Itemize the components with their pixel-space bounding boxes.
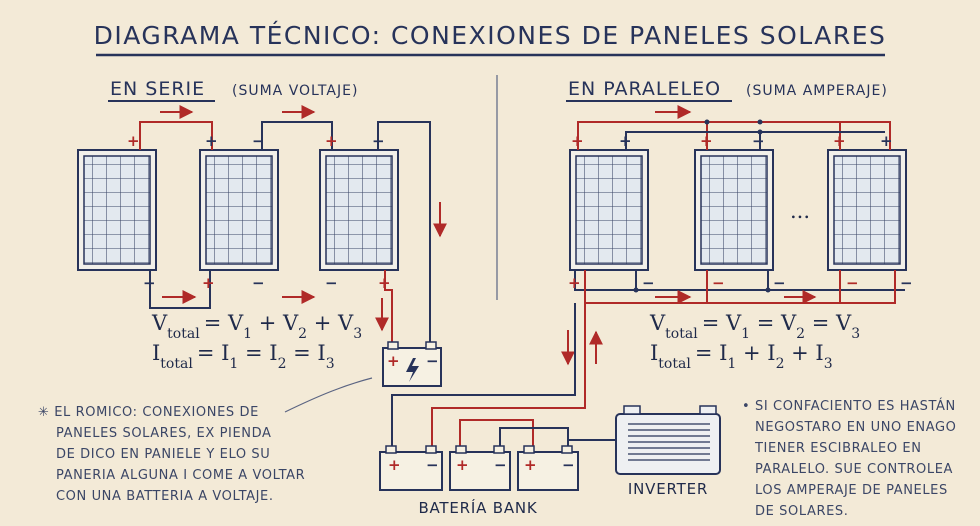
note-left-line: ✳ EL ROMICO: CONEXIONES DE bbox=[38, 405, 259, 420]
note-right-line: DE SOLARES. bbox=[755, 504, 849, 519]
serie-wire-negative bbox=[377, 121, 431, 355]
note-left-line: PANELES SOLARES, EX PIENDA bbox=[56, 426, 272, 441]
bank-battery-1 bbox=[379, 445, 443, 491]
note-right-line: PARALELO. SUE CONTROLEA bbox=[755, 462, 953, 477]
sign-minus: − bbox=[143, 274, 156, 292]
bank-battery-3 bbox=[517, 445, 579, 491]
sign-plus: + bbox=[205, 132, 218, 150]
sign-minus: − bbox=[562, 456, 575, 474]
sign-plus: + bbox=[833, 132, 846, 150]
sign-plus: + bbox=[524, 456, 537, 474]
serie-panel-1 bbox=[77, 149, 157, 271]
bank-wire-negative bbox=[391, 303, 576, 452]
sign-plus: + bbox=[880, 132, 893, 150]
sign-plus: + bbox=[456, 456, 469, 474]
serie-subheading: (SUMA VOLTAJE) bbox=[232, 83, 358, 99]
sign-minus: − bbox=[426, 352, 439, 370]
junction-dot bbox=[633, 287, 639, 293]
note-left-line: PANERIA ALGUNA I COME A VOLTAR bbox=[56, 468, 305, 483]
lightning-icon bbox=[406, 358, 419, 382]
note-pointer bbox=[284, 377, 373, 413]
serie-wire-top-1 bbox=[139, 121, 213, 150]
sign-minus: − bbox=[900, 274, 913, 292]
note-right-line: NEGOSTARO EN UNO ENAGO bbox=[755, 420, 957, 435]
paralelo-ellipsis: ... bbox=[790, 199, 810, 223]
note-right: • SI CONFACIENTO ES HASTÁN NEGOSTARO EN … bbox=[742, 398, 957, 519]
junction-dot bbox=[757, 119, 763, 125]
sign-plus: + bbox=[388, 456, 401, 474]
paralelo-positive-bus-bottom bbox=[584, 270, 896, 304]
paralelo-panel-3 bbox=[827, 149, 907, 271]
sign-minus: − bbox=[426, 456, 439, 474]
note-right-line: TIENER ESCIBRALEO EN bbox=[754, 441, 922, 456]
page-title: DIAGRAMA TÉCNICO: CONEXIONES DE PANELES … bbox=[94, 21, 887, 50]
serie-formula-voltage: Vtotal= V1 + V2 + V3 bbox=[151, 311, 362, 342]
junction-dot bbox=[757, 129, 763, 135]
paralelo-subheading: (SUMA AMPERAJE) bbox=[746, 83, 888, 99]
paralelo-formula-voltage: Vtotal= V1 = V2 = V3 bbox=[649, 311, 860, 342]
serie-wire-top-2 bbox=[261, 121, 333, 150]
sign-minus: − bbox=[773, 274, 786, 292]
sign-plus: + bbox=[325, 132, 338, 150]
sign-minus: − bbox=[846, 274, 859, 292]
paralelo-heading: EN PARALELEO bbox=[568, 78, 721, 100]
inverter-box bbox=[615, 405, 721, 475]
note-right-line: LOS AMPERAJE DE PANELES bbox=[755, 483, 948, 498]
sign-plus: + bbox=[387, 352, 400, 370]
battery-bank-label: BATERÍA BANK bbox=[418, 498, 537, 517]
serie-panel-2 bbox=[199, 149, 279, 271]
sign-plus: + bbox=[700, 132, 713, 150]
junction-dot bbox=[704, 119, 710, 125]
sign-minus: − bbox=[372, 132, 385, 150]
paralelo-panel-1 bbox=[569, 149, 649, 271]
bank-wire-positive bbox=[431, 303, 586, 452]
sign-plus: + bbox=[202, 274, 215, 292]
serie-panel-3 bbox=[319, 149, 399, 271]
sign-plus: + bbox=[619, 132, 632, 150]
note-left-line: DE DICO EN PANIELE Y ELO SU bbox=[56, 447, 270, 462]
paralelo-negative-bus-bottom bbox=[574, 270, 905, 291]
sign-minus: − bbox=[325, 274, 338, 292]
sign-plus: + bbox=[378, 274, 391, 292]
bank-link-positive bbox=[459, 419, 534, 452]
paralelo-positive-bus bbox=[577, 121, 891, 150]
paralelo-negative-bus-top bbox=[625, 131, 885, 150]
sign-minus: − bbox=[642, 274, 655, 292]
paralelo-panel-2 bbox=[694, 149, 774, 271]
sign-minus: − bbox=[712, 274, 725, 292]
note-left-line: CON UNA BATTERIA A VOLTAJE. bbox=[56, 489, 274, 504]
paralelo-formula-current: Itotal= I1 + I2 + I3 bbox=[650, 341, 833, 372]
serie-wire-positive bbox=[384, 270, 393, 355]
inverter-label: INVERTER bbox=[628, 480, 708, 498]
sign-minus: − bbox=[252, 132, 265, 150]
sign-plus: + bbox=[571, 132, 584, 150]
sign-minus: − bbox=[252, 274, 265, 292]
sign-minus: − bbox=[494, 456, 507, 474]
sign-minus: − bbox=[752, 132, 765, 150]
serie-wire-bottom-1 bbox=[149, 270, 211, 309]
sign-plus: + bbox=[568, 274, 581, 292]
note-left: ✳ EL ROMICO: CONEXIONES DE PANELES SOLAR… bbox=[38, 377, 373, 504]
junction-dot bbox=[765, 287, 771, 293]
serie-battery bbox=[382, 341, 442, 387]
serie-formula-current: Itotal= I1 = I2 = I3 bbox=[152, 341, 335, 372]
sign-plus: + bbox=[127, 132, 140, 150]
bank-battery-2 bbox=[449, 445, 511, 491]
note-right-line: • SI CONFACIENTO ES HASTÁN bbox=[742, 398, 956, 414]
serie-heading: EN SERIE bbox=[110, 78, 205, 100]
